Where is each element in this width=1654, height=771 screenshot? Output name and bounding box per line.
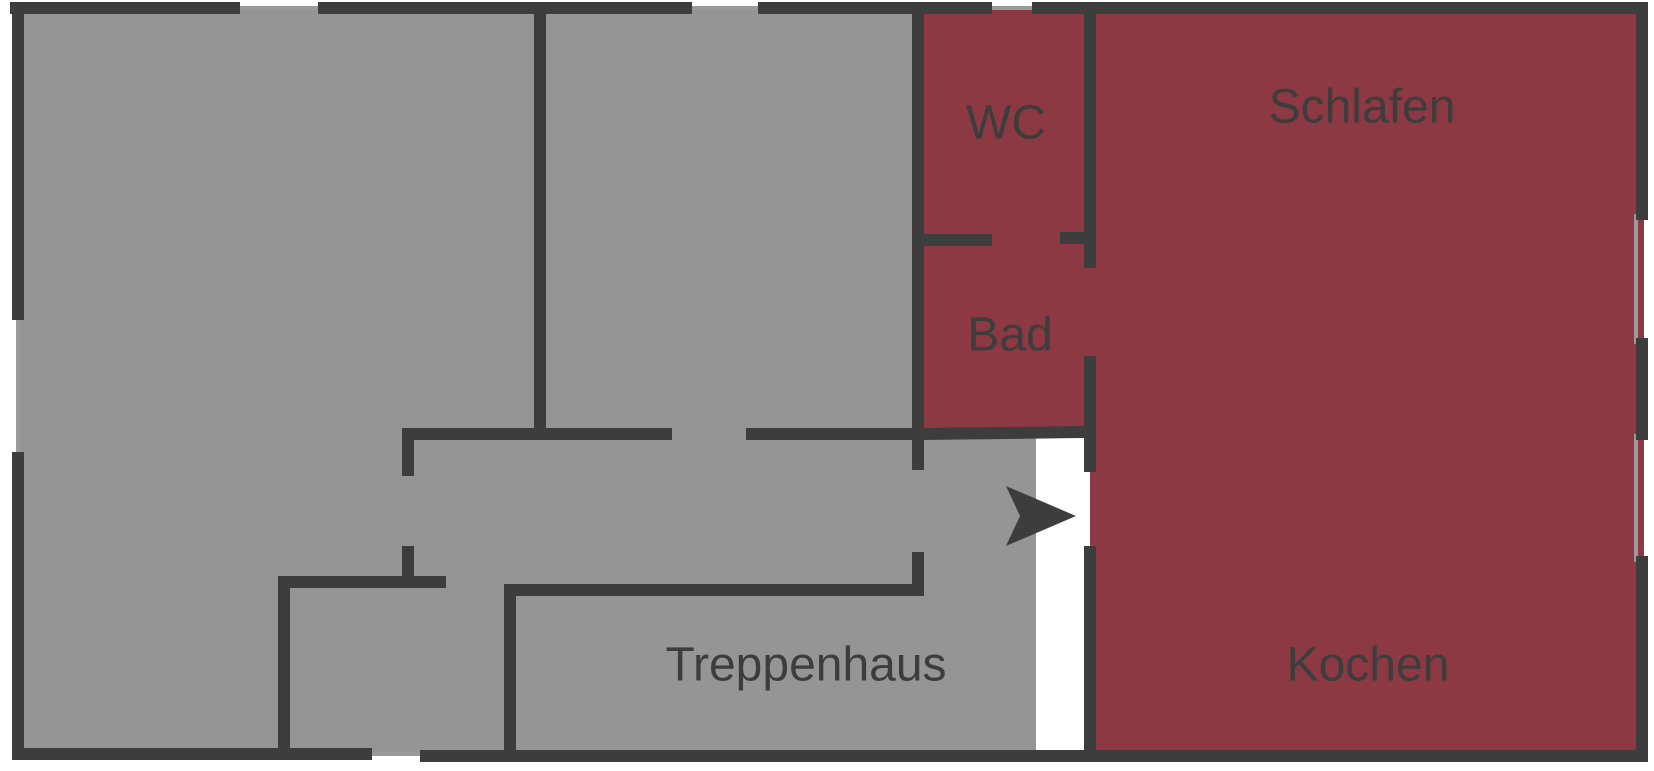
floor-fills xyxy=(16,8,1644,756)
windows xyxy=(16,6,1638,756)
room-label-bath: Bad xyxy=(967,309,1052,362)
apartment-floor-wc-bath xyxy=(918,8,1090,430)
room-labels: WC Bad Schlafen Kochen Treppenhaus xyxy=(665,81,1455,692)
entrance-arrow-icon xyxy=(1006,486,1076,546)
entrance-arrow-icon-shape xyxy=(1006,486,1076,546)
room-label-kitchen: Kochen xyxy=(1287,639,1450,692)
room-label-bedroom: Schlafen xyxy=(1269,81,1456,134)
apartment-floor-main xyxy=(1090,8,1644,756)
common-area-floor xyxy=(16,8,1036,756)
interior-wall xyxy=(911,425,1093,441)
room-label-wc: WC xyxy=(966,97,1046,150)
walls xyxy=(10,2,1648,762)
room-label-stairwell: Treppenhaus xyxy=(665,639,946,692)
